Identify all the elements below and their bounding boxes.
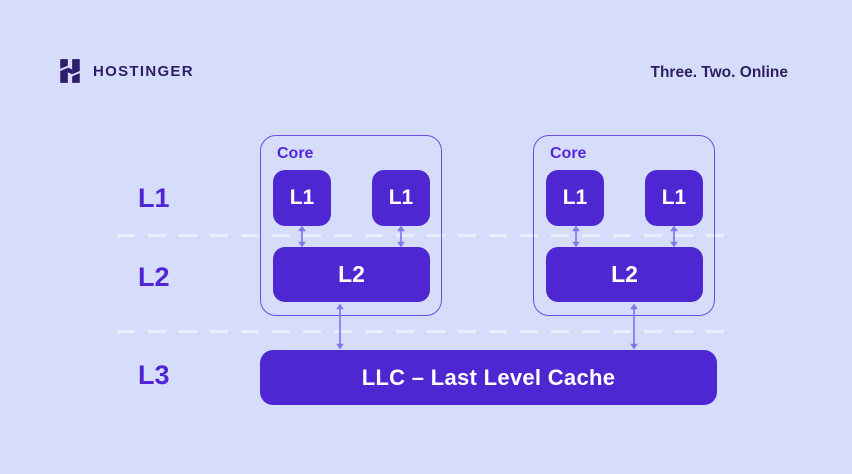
core-2-l1-cache-a: L1: [546, 170, 604, 226]
double-arrow-icon-core1-l1a-l2: [296, 225, 308, 253]
hostinger-logo: HOSTINGER: [57, 58, 194, 84]
core-1-l1-cache-b: L1: [372, 170, 430, 226]
row-label-l1: L1: [138, 183, 170, 213]
brand-name: HOSTINGER: [93, 62, 194, 80]
double-arrow-icon-core2-l2-llc: [628, 303, 640, 355]
core-2-l2-cache: L2: [546, 247, 703, 302]
brand-tagline: Three. Two. Online: [650, 64, 788, 81]
row-label-l2: L2: [138, 262, 170, 292]
dashed-separator-l2-l3: [117, 330, 731, 333]
row-label-l3: L3: [138, 360, 170, 390]
core-1-container: Core L1 L1 L2: [260, 135, 442, 316]
double-arrow-icon-core1-l1b-l2: [395, 225, 407, 253]
double-arrow-icon-core2-l1b-l2: [668, 225, 680, 253]
core-1-l1-cache-a: L1: [273, 170, 331, 226]
hostinger-h-icon: [60, 59, 80, 83]
core-2-label: Core: [550, 145, 587, 162]
core-2-container: Core L1 L1 L2: [533, 135, 715, 316]
core-1-l2-cache: L2: [273, 247, 430, 302]
dashed-separator-l1-l2: [117, 234, 731, 237]
core-2-l1-cache-b: L1: [645, 170, 703, 226]
double-arrow-icon-core1-l2-llc: [334, 303, 346, 355]
llc-last-level-cache: LLC – Last Level Cache: [260, 350, 717, 405]
double-arrow-icon-core2-l1a-l2: [570, 225, 582, 253]
core-1-label: Core: [277, 145, 314, 162]
